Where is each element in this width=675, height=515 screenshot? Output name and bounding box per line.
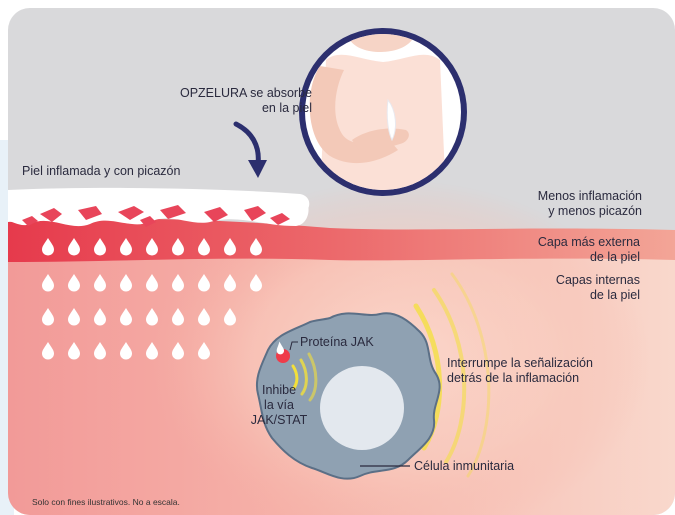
inner-layers-line2: de la piel [452,288,640,303]
interrupts-signaling-label: Interrumpe la señalización detrás de la … [447,356,593,386]
absorbs-label-line2: en la piel [146,101,312,116]
interrupts-line1: Interrumpe la señalización [447,356,593,371]
less-inflammation-line1: Menos inflamación [452,189,642,204]
less-inflammation-line2: y menos picazón [452,204,642,219]
outer-layer-line2: de la piel [452,250,640,265]
outer-layer-line1: Capa más externa [452,235,640,250]
disclaimer-text: Solo con fines ilustrativos. No a escala… [32,497,180,507]
inflamed-skin-label: Piel inflamada y con picazón [22,164,180,179]
inhibits-line1: Inhibe [248,383,310,398]
cell-nucleus [320,366,404,450]
absorbs-label: OPZELURA se absorbe en la piel [146,86,312,116]
inhibits-line3: JAK/STAT [248,413,310,428]
inhibits-pathway-label: Inhibe la vía JAK/STAT [248,383,310,428]
jak-protein-label: Proteína JAK [300,335,374,350]
inner-layers-line1: Capas internas [452,273,640,288]
interrupts-line2: detrás de la inflamación [447,371,593,386]
inner-layers-label: Capas internas de la piel [452,273,640,303]
less-inflammation-label: Menos inflamación y menos picazón [452,189,642,219]
immune-cell-label: Célula inmunitaria [414,459,514,474]
absorbs-label-line1: OPZELURA se absorbe [146,86,312,101]
outer-layer-label: Capa más externa de la piel [452,235,640,265]
inhibits-line2: la vía [248,398,310,413]
